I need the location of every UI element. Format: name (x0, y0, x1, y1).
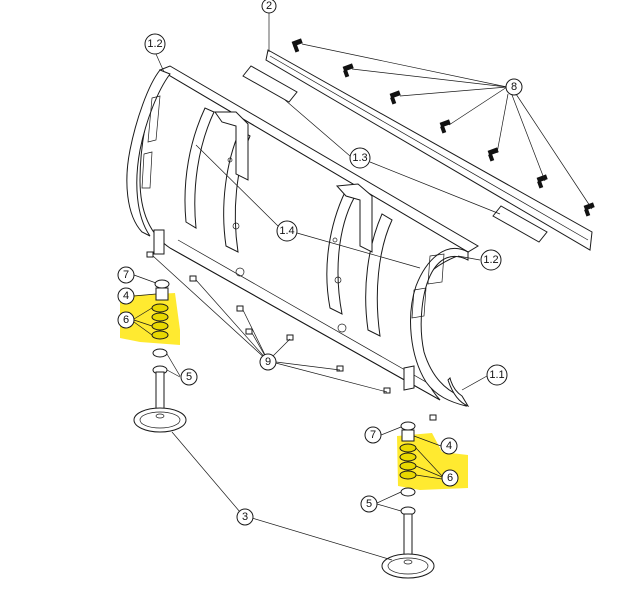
callout-1-1: 1.1 (486, 364, 508, 386)
callout-1-2-top-label: 1.2 (147, 38, 162, 50)
callout-6-right-label: 6 (447, 472, 453, 484)
callout-1-2-right: 1.2 (480, 249, 502, 271)
callout-1-3: 1.3 (349, 147, 371, 169)
nuts (146, 251, 437, 421)
bolt-1 (291, 38, 303, 53)
callout-9-label: 9 (265, 356, 271, 368)
callout-4-left: 4 (117, 287, 135, 305)
callout-1-4-label: 1.4 (279, 225, 294, 237)
bolts (291, 38, 595, 217)
callout-7-left: 7 (117, 266, 135, 284)
callout-5-left-label: 5 (186, 371, 192, 383)
callout-1-1-label: 1.1 (489, 369, 504, 381)
moldboard (139, 65, 479, 401)
bolt-5 (487, 147, 499, 162)
left-shoe-assembly (133, 279, 187, 433)
callout-7-right: 7 (364, 426, 382, 444)
callout-7-right-label: 7 (370, 429, 376, 441)
callout-5-left: 5 (180, 368, 198, 386)
callout-1-2-top: 1.2 (144, 33, 166, 55)
callout-7-left-label: 7 (123, 269, 129, 281)
bolt-3 (389, 90, 401, 105)
bolt-2 (342, 63, 354, 78)
callout-3-label: 3 (242, 511, 248, 523)
callout-4-right-label: 4 (446, 440, 452, 452)
cutting-edge (265, 49, 593, 251)
callout-6-right: 6 (441, 469, 459, 487)
bolt-7 (583, 202, 595, 217)
wear-strip-upper (242, 65, 298, 103)
bolt-6 (536, 174, 548, 189)
callout-8-label: 8 (511, 81, 517, 93)
leader-lines (133, 13, 593, 561)
callout-9: 9 (259, 353, 277, 371)
left-end-plate (126, 69, 171, 255)
callout-2-label: 2 (266, 0, 272, 12)
callout-5-right-label: 5 (366, 498, 372, 510)
callout-1-4: 1.4 (276, 220, 298, 242)
callout-5-right: 5 (360, 495, 378, 513)
right-end-plate (403, 247, 470, 408)
callout-6-left: 6 (117, 311, 135, 329)
callout-1-2-right-label: 1.2 (483, 254, 498, 266)
wear-strip-lower (492, 205, 548, 243)
callout-6-left-label: 6 (123, 314, 129, 326)
callout-2: 2 (261, 0, 277, 14)
callout-1-3-label: 1.3 (352, 152, 367, 164)
callout-3: 3 (236, 508, 254, 526)
bolt-4 (439, 119, 451, 134)
right-shoe-assembly (381, 421, 435, 579)
callout-4-left-label: 4 (123, 290, 129, 302)
callout-4-right: 4 (440, 437, 458, 455)
callout-8: 8 (505, 78, 523, 96)
